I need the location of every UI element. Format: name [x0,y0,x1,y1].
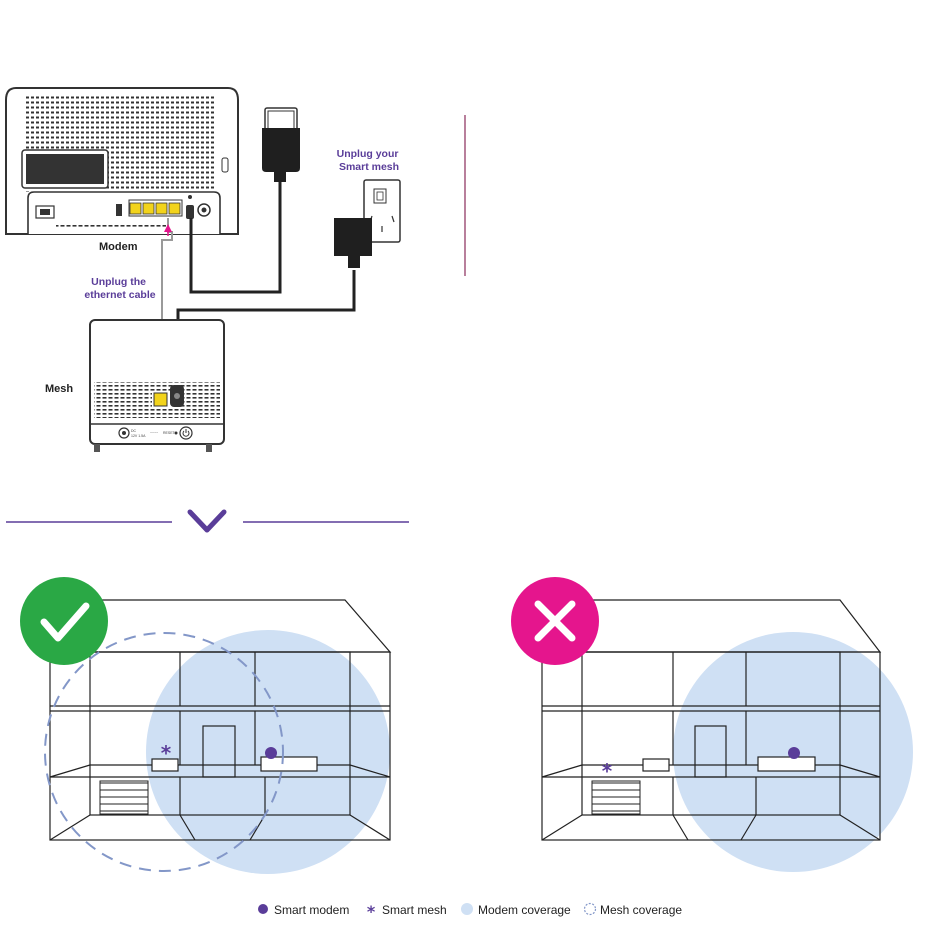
filled-circle-icon [461,903,473,915]
status-badge-correct [20,577,108,665]
panel-incorrect-placement: * [511,577,913,872]
smart-mesh-marker: * [161,741,172,765]
panel-correct-placement: * [20,577,390,874]
modem-power-port [186,205,194,219]
legend-item-smart-mesh: * Smart mesh [367,902,447,921]
modem-label: Modem [99,241,138,253]
mesh-label: Mesh [45,383,73,395]
dot-icon [258,904,268,914]
unplug-mesh-label: Unplug your Smart mesh [337,148,402,173]
chevron-down-icon [190,512,224,530]
dashed-circle-icon [585,904,596,915]
smart-mesh-marker: * [602,759,613,783]
svg-text:Modem coverage: Modem coverage [478,903,571,917]
status-badge-incorrect [511,577,599,665]
legend-item-mesh-coverage: Mesh coverage [585,903,683,917]
svg-text:Smart mesh: Smart mesh [382,903,447,917]
smart-modem-marker [265,747,277,759]
section-divider [6,512,409,530]
svg-text:~~~~: ~~~~ [150,431,158,435]
mesh-illustration: DC 12V 1.5A ~~~~ RESET [90,320,224,452]
svg-text:Smart modem: Smart modem [274,903,349,917]
mesh-power-adapter [334,218,372,268]
stairs [592,781,640,814]
asterisk-icon: * [367,902,376,921]
svg-text:DC: DC [131,429,137,433]
svg-text:12V 1.5A: 12V 1.5A [131,434,146,438]
legend-item-smart-modem: Smart modem [258,903,349,917]
legend: Smart modem * Smart mesh Modem coverage … [258,902,682,921]
legend-item-modem-coverage: Modem coverage [461,903,571,917]
svg-text:RESET: RESET [163,431,176,435]
modem-power-adapter [262,108,300,182]
svg-text:Mesh coverage: Mesh coverage [600,903,682,917]
stairs [100,781,148,814]
mesh-ethernet-port [154,393,167,406]
smart-modem-marker [788,747,800,759]
modem-illustration [6,88,238,234]
unplug-ethernet-label: Unplug the ethernet cable [84,276,155,301]
